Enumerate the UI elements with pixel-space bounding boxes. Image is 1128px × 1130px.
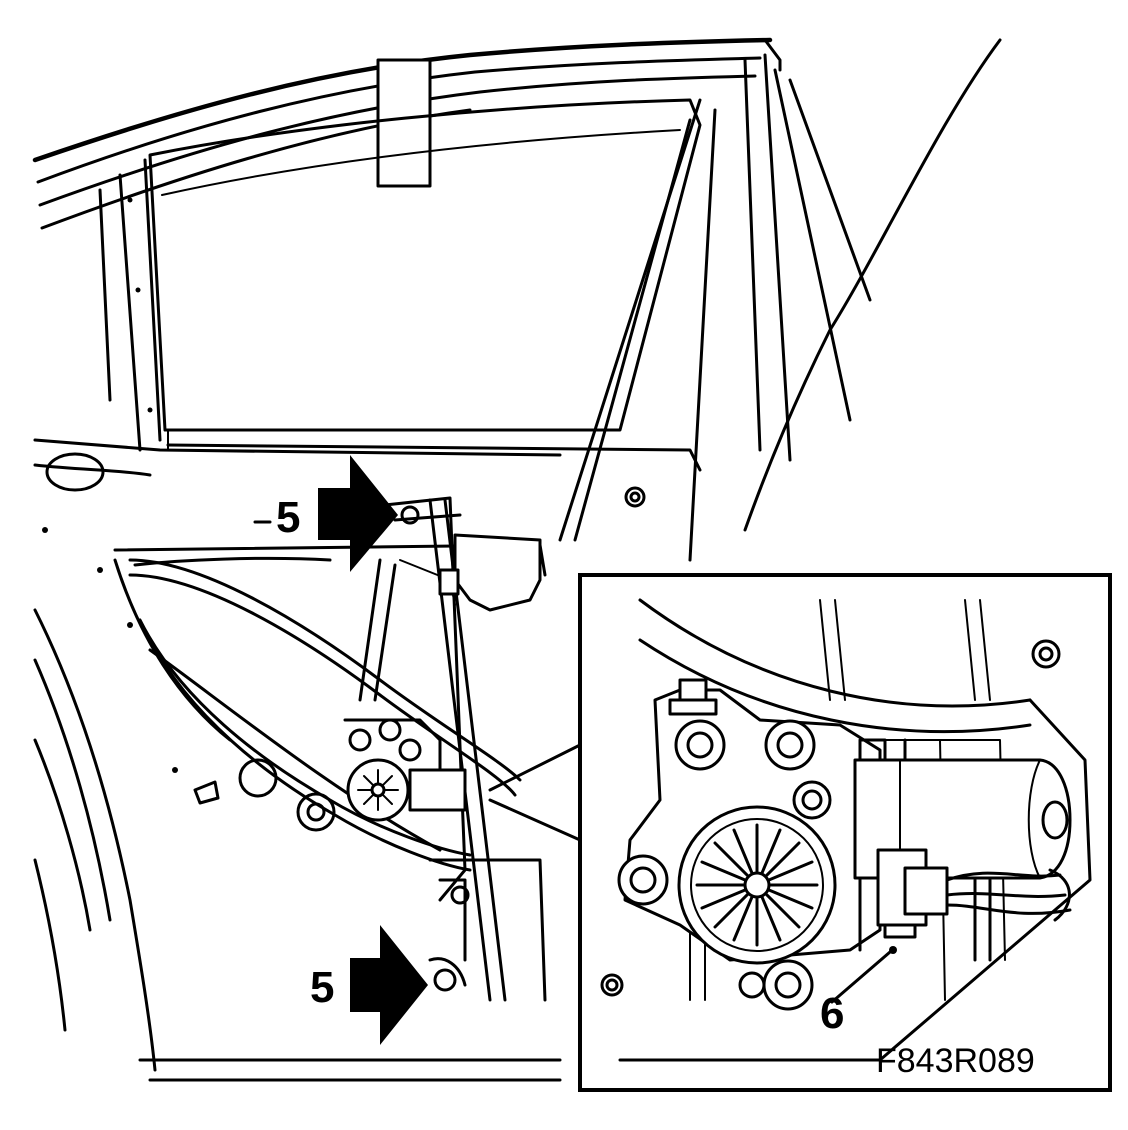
detail-inset: 6 F843R089 bbox=[578, 573, 1112, 1092]
car-door-main-view bbox=[32, 37, 1002, 1082]
label-upper-arrow: 5 bbox=[276, 493, 300, 542]
label-lower-arrow: 5 bbox=[310, 963, 334, 1012]
window-regulator-motor-icon bbox=[617, 678, 1072, 1011]
figure-code: F843R089 bbox=[876, 1042, 1035, 1080]
tape-strip bbox=[376, 58, 432, 188]
arrow-right-icon bbox=[350, 925, 428, 1045]
arrow-right-icon bbox=[318, 455, 398, 572]
label-detail-connector: 6 bbox=[820, 989, 844, 1038]
